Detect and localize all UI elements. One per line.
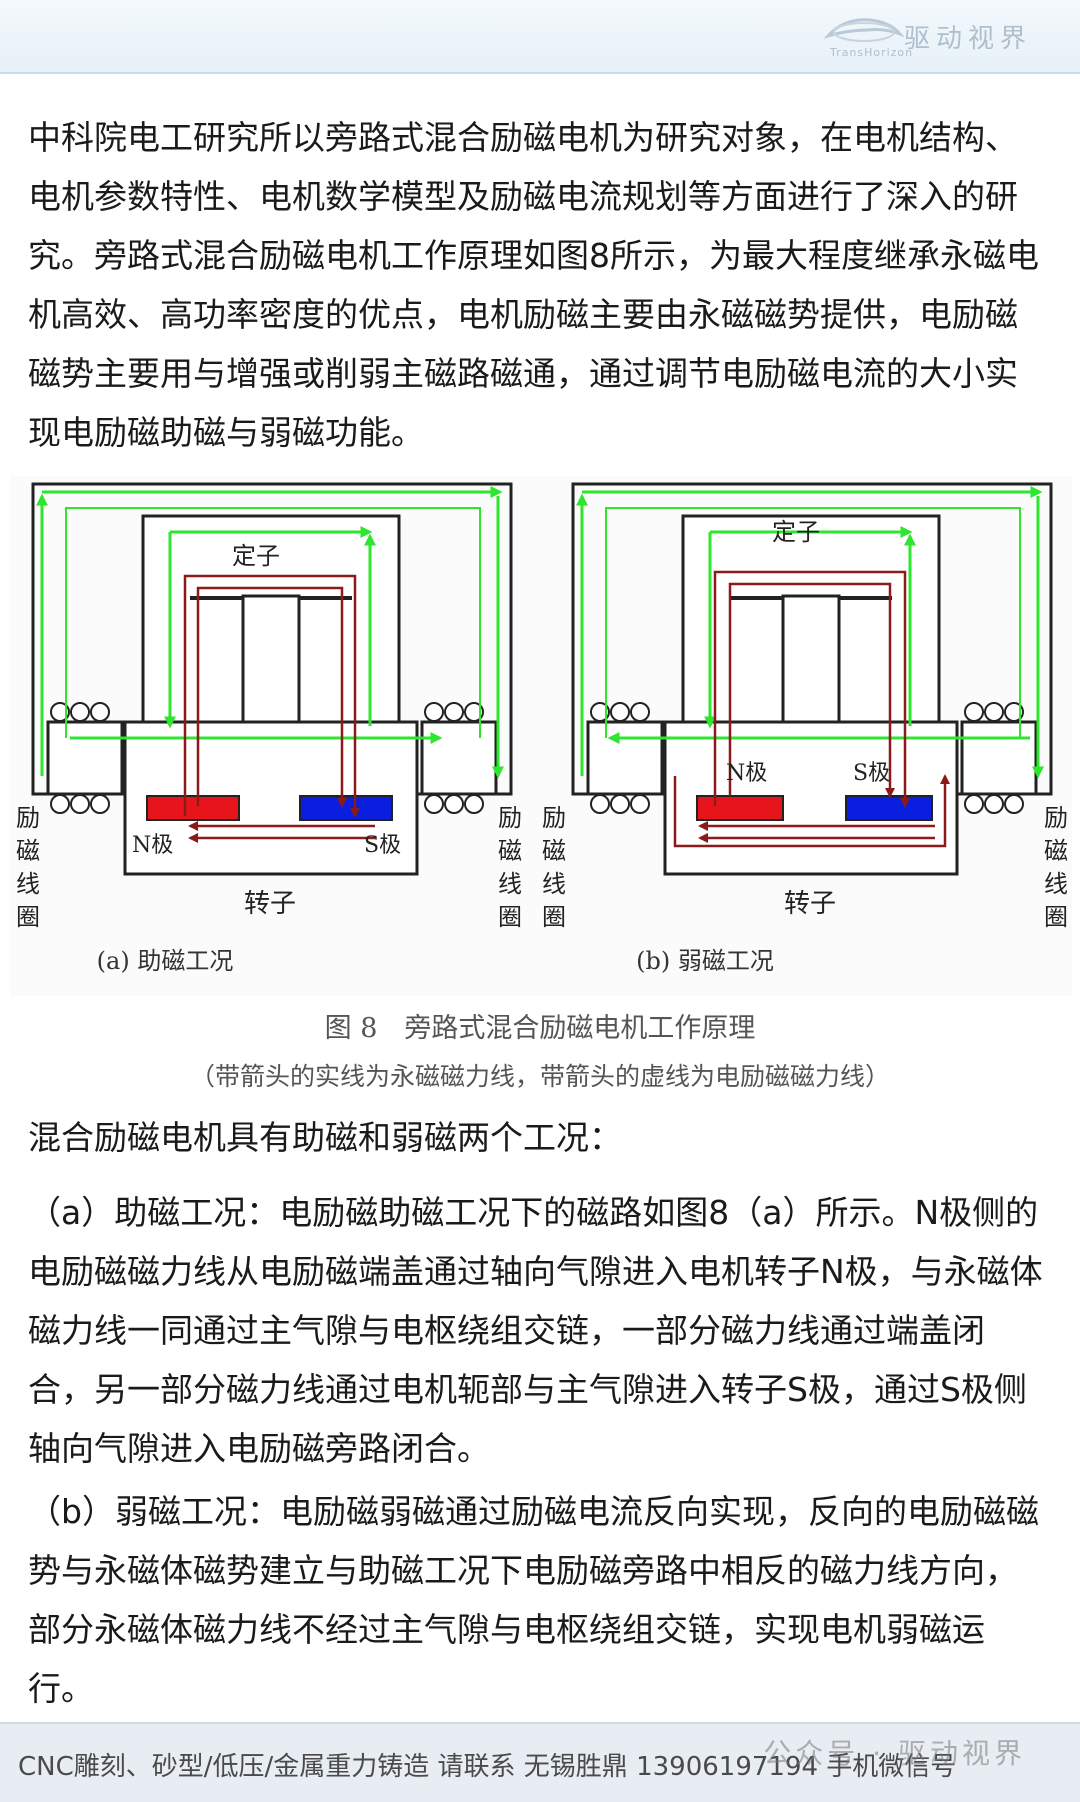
coil-label-left-a-3: 线: [16, 870, 40, 898]
subcaption-b: (b) 弱磁工况: [636, 947, 774, 975]
s-pole-label-b: S极: [853, 761, 890, 786]
coil-label-right-a-4: 圈: [498, 903, 522, 931]
n-pole-label-b: N极: [726, 761, 767, 786]
stator-label-b: 定子: [772, 518, 820, 546]
figure-note: （带箭头的实线为永磁磁力线，带箭头的虚线为电励磁磁力线）: [189, 1062, 890, 1091]
n-pole-magnet-a: [146, 795, 240, 821]
coil-label-right-b-2: 磁: [1044, 837, 1068, 865]
coil-label-right-a-3: 线: [498, 870, 522, 898]
paragraph-intro: 中科院电工研究所以旁路式混合励磁电机为研究对象，在电机结构、电机参数特性、电机数…: [28, 118, 1039, 452]
n-pole-magnet-b: [696, 795, 784, 821]
rotor-label-a: 转子: [244, 889, 296, 919]
brand-subtitle: TransHorizon: [830, 46, 914, 59]
footer-ad-text: CNC雕刻、砂型/低压/金属重力铸造 请联系 无锡胜鼎 13906197194 …: [18, 1752, 957, 1782]
coil-label-left-b-4: 圈: [542, 903, 566, 931]
coil-label-left-b-2: 磁: [542, 837, 566, 865]
coil-label-right-a-2: 磁: [498, 837, 522, 865]
stator-label-a: 定子: [232, 542, 280, 570]
coil-label-left-a-1: 励: [16, 804, 40, 832]
panel-a: 定子 N极 S极 转子 (a) 助磁工况 励 磁 线 圈 励 磁 线 圈: [16, 482, 522, 975]
header-bar: 驱动视界 TransHorizon: [0, 0, 1080, 74]
paragraph-boost-mode: （a）助磁工况：电励磁助磁工况下的磁路如图8（a）所示。N极侧的电励磁磁力线从电…: [28, 1193, 1043, 1468]
coil-label-left-a-2: 磁: [16, 837, 40, 865]
rotor-label-b: 转子: [784, 889, 836, 919]
footer-bar: CNC雕刻、砂型/低压/金属重力铸造 请联系 无锡胜鼎 13906197194 …: [0, 1722, 1080, 1802]
n-pole-label-a: N极: [132, 833, 173, 858]
car-logo-icon: [824, 18, 904, 42]
coil-label-right-b-1: 励: [1044, 804, 1068, 832]
s-pole-label-a: S极: [364, 833, 401, 858]
coil-label-right-a-1: 励: [498, 804, 522, 832]
coil-circles-a: [50, 702, 484, 814]
coil-label-right-b-4: 圈: [1044, 903, 1068, 931]
subcaption-a: (a) 助磁工况: [97, 947, 234, 975]
coil-label-right-b-3: 线: [1044, 870, 1068, 898]
figure-caption: 图 8 旁路式混合励磁电机工作原理: [324, 1013, 756, 1044]
coil-circles-b: [590, 702, 1024, 814]
figure-8: 定子 N极 S极 转子 (a) 助磁工况 励 磁 线 圈 励 磁 线 圈: [10, 476, 1072, 996]
paragraph-weaken-mode: （b）弱磁工况：电励磁弱磁通过励磁电流反向实现，反向的电励磁磁势与永磁体磁势建立…: [28, 1492, 1039, 1708]
paragraph-modes: 混合励磁电机具有助磁和弱磁两个工况：: [28, 1118, 622, 1157]
coil-label-left-b-3: 线: [542, 870, 566, 898]
motor-diagram: 定子 N极 S极 转子 (a) 助磁工况 励 磁 线 圈 励 磁 线 圈: [10, 476, 1072, 996]
brand-logo: 驱动视界 TransHorizon: [824, 12, 1044, 62]
coil-label-left-a-4: 圈: [16, 903, 40, 931]
account-watermark: 公众号 · 驱动视界: [763, 1737, 1026, 1770]
s-pole-magnet-a: [299, 795, 393, 821]
brand-name: 驱动视界: [904, 24, 1033, 54]
s-pole-magnet-b: [845, 795, 933, 821]
coil-label-left-b-1: 励: [542, 804, 566, 832]
panel-b: 定子 N极 S极 转子 (b) 弱磁工况 励 磁 线 圈 励 磁 线 圈: [542, 482, 1068, 975]
